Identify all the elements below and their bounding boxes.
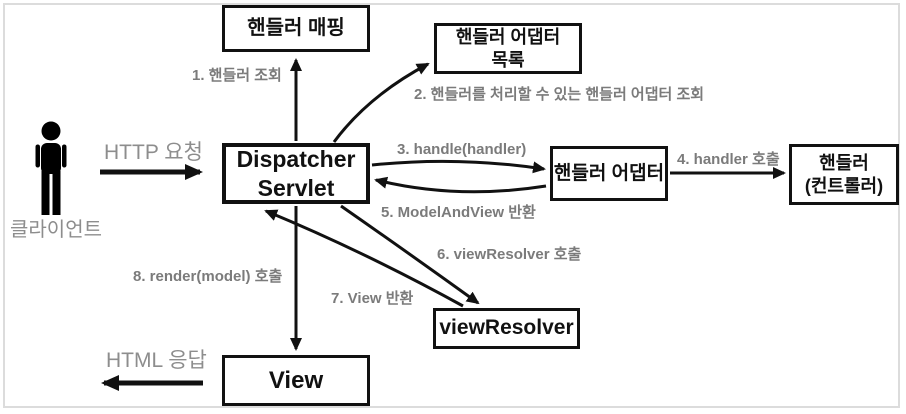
arrow-step7-view-return (264, 209, 464, 308)
arrow-step6-viewresolver-call (340, 204, 480, 305)
handler-mapping-label: 핸들러 매핑 (247, 17, 345, 39)
arrow-step3-handle (371, 159, 546, 174)
view-resolver-box: viewResolver (433, 308, 580, 349)
handler-controller-label-line1: 핸들러 (819, 153, 869, 173)
handler-adapter-list-box: 핸들러 어댑터 목록 (434, 23, 582, 74)
http-request-label: HTTP 요청 (104, 141, 203, 164)
html-response-label: HTML 응답 (106, 349, 207, 372)
step6-viewresolver-call-label: 6. viewResolver 호출 (437, 246, 582, 263)
arrow-step2-adapter-lookup (332, 62, 430, 143)
step1-handler-lookup-label: 1. 핸들러 조회 (192, 67, 282, 84)
step8-render-call-label: 8. render(model) 호출 (133, 268, 283, 285)
step7-view-return-label: 7. View 반환 (331, 290, 414, 307)
client-label: 클라이언트 (10, 219, 102, 241)
dispatcher-servlet-label-line2: Servlet (257, 174, 335, 201)
handler-adapter-box: 핸들러 어댑터 (550, 146, 668, 201)
handler-controller-label-line2: (컨트롤러) (804, 175, 884, 196)
dispatcher-servlet-box: Dispatcher Servlet (222, 143, 370, 204)
view-box: View (222, 355, 370, 406)
dispatcher-servlet-label-line1: Dispatcher (236, 145, 356, 172)
step3-handle-label: 3. handle(handler) (397, 141, 527, 158)
person-icon (35, 121, 67, 215)
step2-adapter-lookup-label: 2. 핸들러를 처리할 수 있는 핸들러 어댑터 조회 (414, 86, 705, 103)
handler-adapter-list-label-line2: 목록 (491, 49, 525, 70)
handler-controller-box: 핸들러 (컨트롤러) (789, 144, 899, 205)
handler-adapter-label: 핸들러 어댑터 (553, 162, 665, 184)
view-label: View (268, 366, 324, 394)
step4-handler-call-label: 4. handler 호출 (677, 151, 780, 168)
arrow-step5-modelandview-return (374, 176, 547, 194)
handler-mapping-box: 핸들러 매핑 (222, 5, 370, 52)
step5-modelandview-return-label: 5. ModelAndView 반환 (381, 204, 536, 221)
view-resolver-label: viewResolver (439, 316, 574, 340)
handler-adapter-list-label-line1: 핸들러 어댑터 (455, 27, 561, 47)
